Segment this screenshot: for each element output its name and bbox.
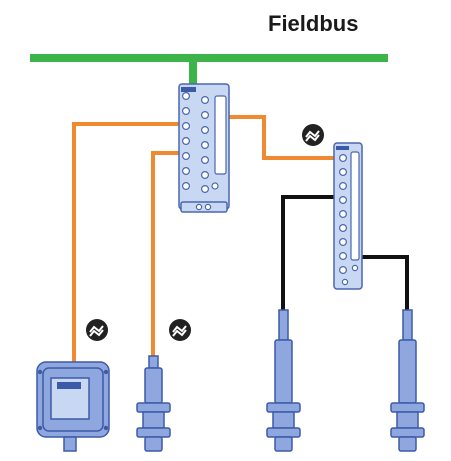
io-link-master-module xyxy=(178,83,230,213)
io-link-cable-hub xyxy=(228,115,336,160)
io-link-badge-icon xyxy=(169,319,191,341)
io-link-badge-icon xyxy=(302,124,324,146)
box-sensor-device xyxy=(36,361,110,452)
cylindrical-sensor xyxy=(390,309,425,452)
io-link-cable-cylinder-sensor xyxy=(151,151,182,356)
cylindrical-sensor xyxy=(136,355,171,452)
io-link-badge-icon xyxy=(86,319,108,341)
cables xyxy=(72,115,409,362)
fieldbus-line xyxy=(30,54,388,86)
standard-cable-sensor-left xyxy=(281,195,336,310)
diagram-title: Fieldbus xyxy=(268,11,358,36)
cylindrical-sensor xyxy=(266,309,301,452)
io-link-cable-box-device xyxy=(72,122,182,362)
io-hub-module xyxy=(333,142,363,290)
standard-cable-sensor-right xyxy=(360,255,409,310)
